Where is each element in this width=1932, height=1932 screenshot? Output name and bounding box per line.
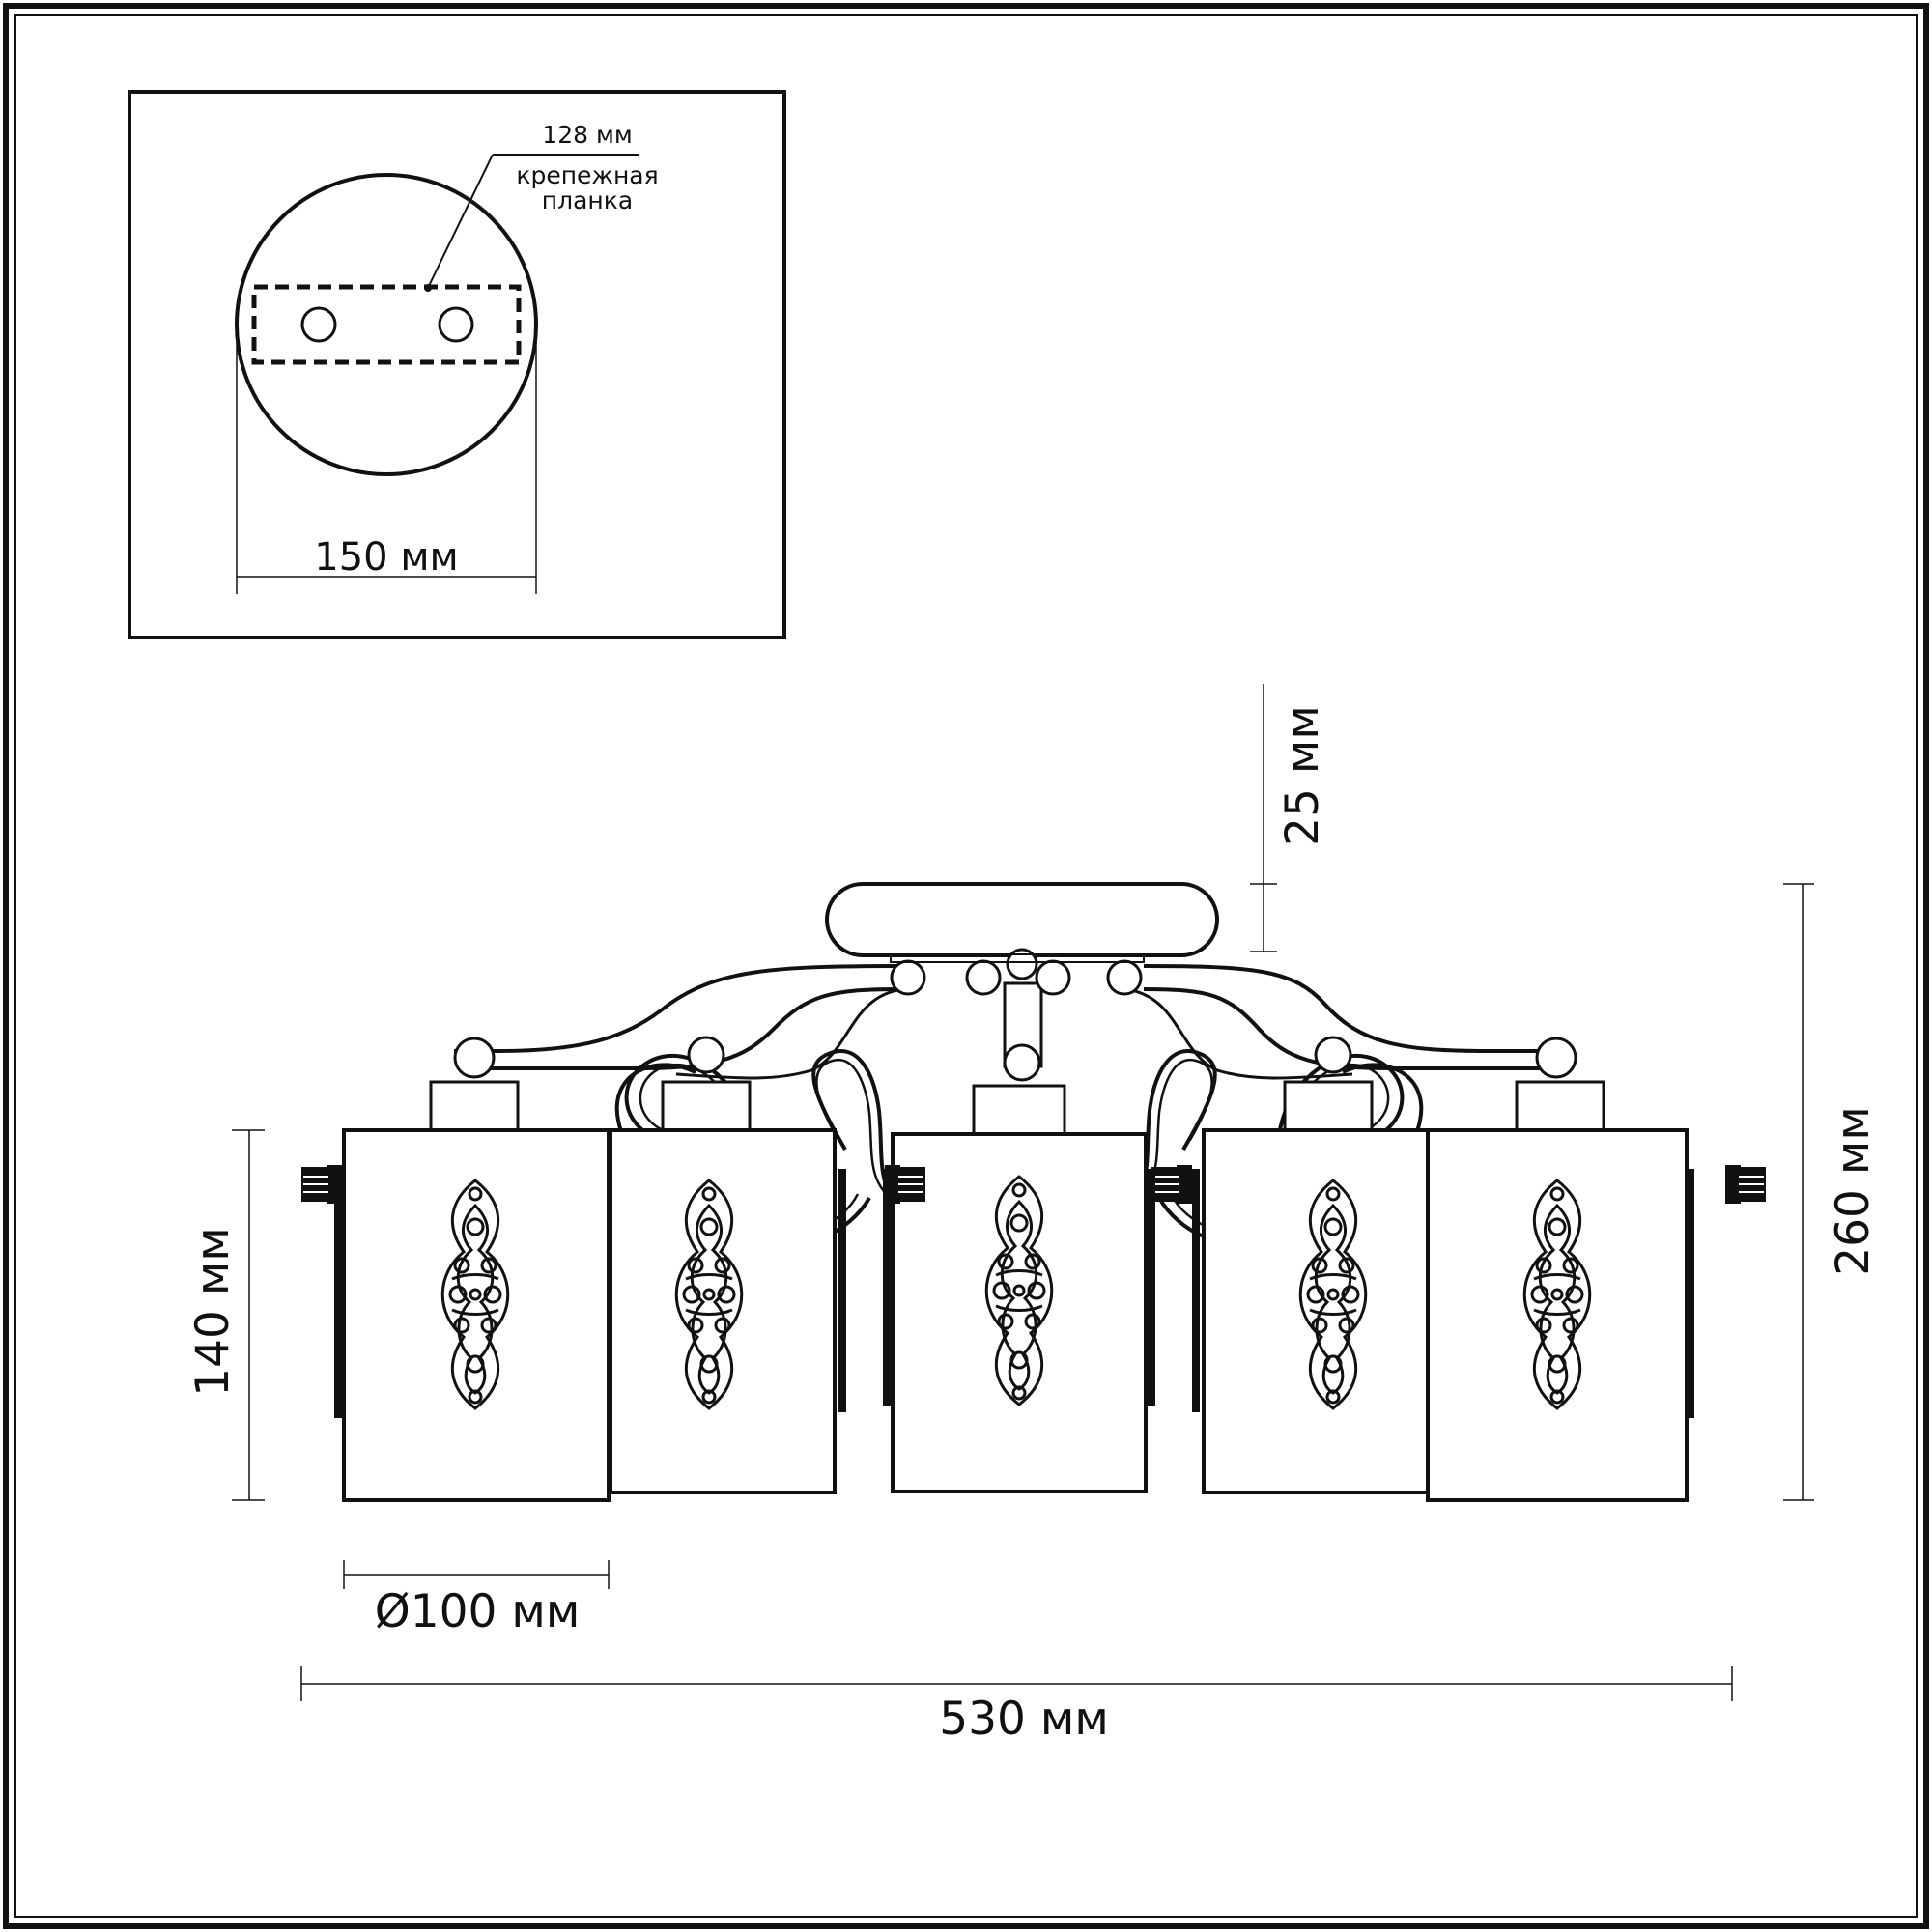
lamp3-finial xyxy=(1003,1043,1041,1082)
bracket-name-line1: крепежная xyxy=(516,161,658,189)
shade-diameter-label: Ø100 мм xyxy=(375,1585,581,1638)
lamp2-holder xyxy=(885,1165,925,1204)
lamp2-cup xyxy=(661,1080,752,1132)
canopy-circle xyxy=(235,173,538,476)
canopy-knob-4 xyxy=(1035,959,1071,996)
inner-frame xyxy=(14,14,1918,1918)
bracket-width-label: 128 мм xyxy=(542,121,632,149)
canopy-knob-caps xyxy=(890,953,1145,963)
total-height-label: 260 мм xyxy=(1827,1106,1880,1276)
lamp2-finial xyxy=(687,1036,725,1074)
mount-detail-frame xyxy=(128,90,786,639)
lamp5-holder xyxy=(1725,1165,1766,1204)
bracket-name-line2: планка xyxy=(542,186,633,214)
lamp5-cup xyxy=(1515,1080,1605,1132)
lamp4-cup xyxy=(1283,1080,1374,1132)
lamp4-holder xyxy=(1151,1165,1192,1204)
canopy-height-label: 25 мм xyxy=(1276,705,1329,846)
lamp1-cup xyxy=(429,1080,520,1132)
arm-inner-left xyxy=(675,987,905,1080)
lamp3-cup xyxy=(972,1084,1066,1136)
canopy-knob-3 xyxy=(1006,948,1038,980)
bracket-leader xyxy=(427,154,494,289)
lamp1-holder xyxy=(301,1165,342,1204)
arm-inner-right xyxy=(1123,987,1353,1080)
mount-detail: 128 мм крепежная планка 150 мм xyxy=(128,90,786,639)
lamp4-finial xyxy=(1314,1036,1352,1074)
canopy-diameter-label: 150 мм xyxy=(314,535,458,580)
lamp1-finial xyxy=(453,1037,496,1079)
arm-rear-left xyxy=(454,964,901,1053)
shade-height-label: 140 мм xyxy=(186,1227,240,1397)
lamp-front-view xyxy=(301,882,1766,1502)
lamp5-finial xyxy=(1535,1037,1577,1079)
front-dimensions xyxy=(232,684,1814,1701)
canopy-knob-5 xyxy=(1106,959,1143,996)
bracket-leader-dot xyxy=(424,284,432,292)
total-width-label: 530 мм xyxy=(939,1692,1109,1746)
canopy-knob-1 xyxy=(890,959,926,996)
arm-rear-right xyxy=(1143,964,1565,1053)
outer-frame xyxy=(3,3,1929,1929)
lamp4-glass-edge xyxy=(1192,1169,1200,1412)
canopy-knob-2 xyxy=(965,959,1002,996)
lamp2-glass-edge xyxy=(838,1169,846,1412)
lamp5-glass-edge xyxy=(1687,1169,1694,1418)
screw-hole-left xyxy=(300,306,337,343)
ceiling-canopy xyxy=(825,882,1219,957)
lamp3-glass-edge-left xyxy=(883,1169,891,1406)
screw-hole-right xyxy=(438,306,474,343)
lamp3-glass-edge-right xyxy=(1148,1169,1155,1406)
lamp3-shade xyxy=(891,1132,1148,1493)
lamp1-glass-edge xyxy=(334,1169,342,1418)
mounting-bracket xyxy=(251,284,522,365)
